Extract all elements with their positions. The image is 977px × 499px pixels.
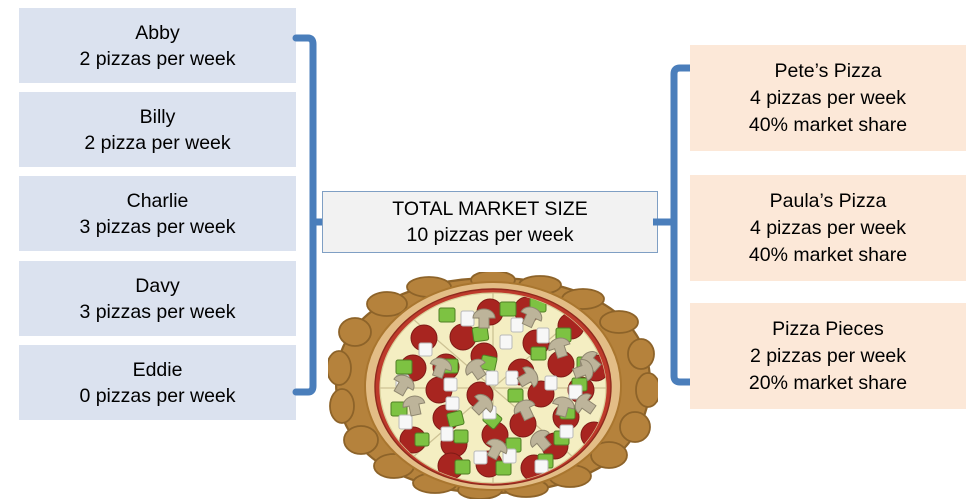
supplier-volume: 2 pizzas per week: [749, 344, 907, 367]
supplier-name: Paula’s Pizza: [769, 189, 887, 212]
consumer-name: Abby: [135, 21, 180, 44]
total-market-size-box[interactable]: TOTAL MARKET SIZE 10 pizzas per week: [322, 191, 658, 253]
consumer-name: Eddie: [132, 358, 183, 381]
pizza-toppings: [390, 296, 606, 482]
supplier-box-pizza-pieces[interactable]: Pizza Pieces 2 pizzas per week 20% marke…: [690, 303, 966, 409]
supplier-share: 40% market share: [748, 113, 908, 136]
supplier-share: 40% market share: [748, 243, 908, 266]
total-market-size-value: 10 pizzas per week: [406, 224, 574, 246]
consumer-name: Charlie: [126, 189, 189, 212]
consumer-demand: 2 pizza per week: [84, 131, 231, 154]
supplier-box-petes-pizza[interactable]: Pete’s Pizza 4 pizzas per week 40% marke…: [690, 45, 966, 151]
consumer-demand: 3 pizzas per week: [79, 215, 236, 238]
consumer-box-davy[interactable]: Davy 3 pizzas per week: [19, 261, 296, 336]
supplier-name: Pete’s Pizza: [774, 59, 882, 82]
consumer-box-abby[interactable]: Abby 2 pizzas per week: [19, 8, 296, 83]
consumer-box-eddie[interactable]: Eddie 0 pizzas per week: [19, 345, 296, 420]
supplier-volume: 4 pizzas per week: [749, 86, 907, 109]
consumer-box-charlie[interactable]: Charlie 3 pizzas per week: [19, 176, 296, 251]
pizza-illustration-icon: [328, 272, 658, 499]
consumer-demand: 3 pizzas per week: [79, 300, 236, 323]
consumer-box-billy[interactable]: Billy 2 pizza per week: [19, 92, 296, 167]
consumer-demand: 2 pizzas per week: [79, 47, 236, 70]
consumer-demand: 0 pizzas per week: [79, 384, 236, 407]
supplier-name: Pizza Pieces: [772, 317, 884, 340]
supplier-volume: 4 pizzas per week: [749, 216, 907, 239]
consumer-name: Billy: [139, 105, 176, 128]
supplier-box-paulas-pizza[interactable]: Paula’s Pizza 4 pizzas per week 40% mark…: [690, 175, 966, 281]
supplier-share: 20% market share: [748, 371, 908, 394]
total-market-size-label: TOTAL MARKET SIZE: [392, 198, 588, 220]
consumer-name: Davy: [135, 274, 180, 297]
